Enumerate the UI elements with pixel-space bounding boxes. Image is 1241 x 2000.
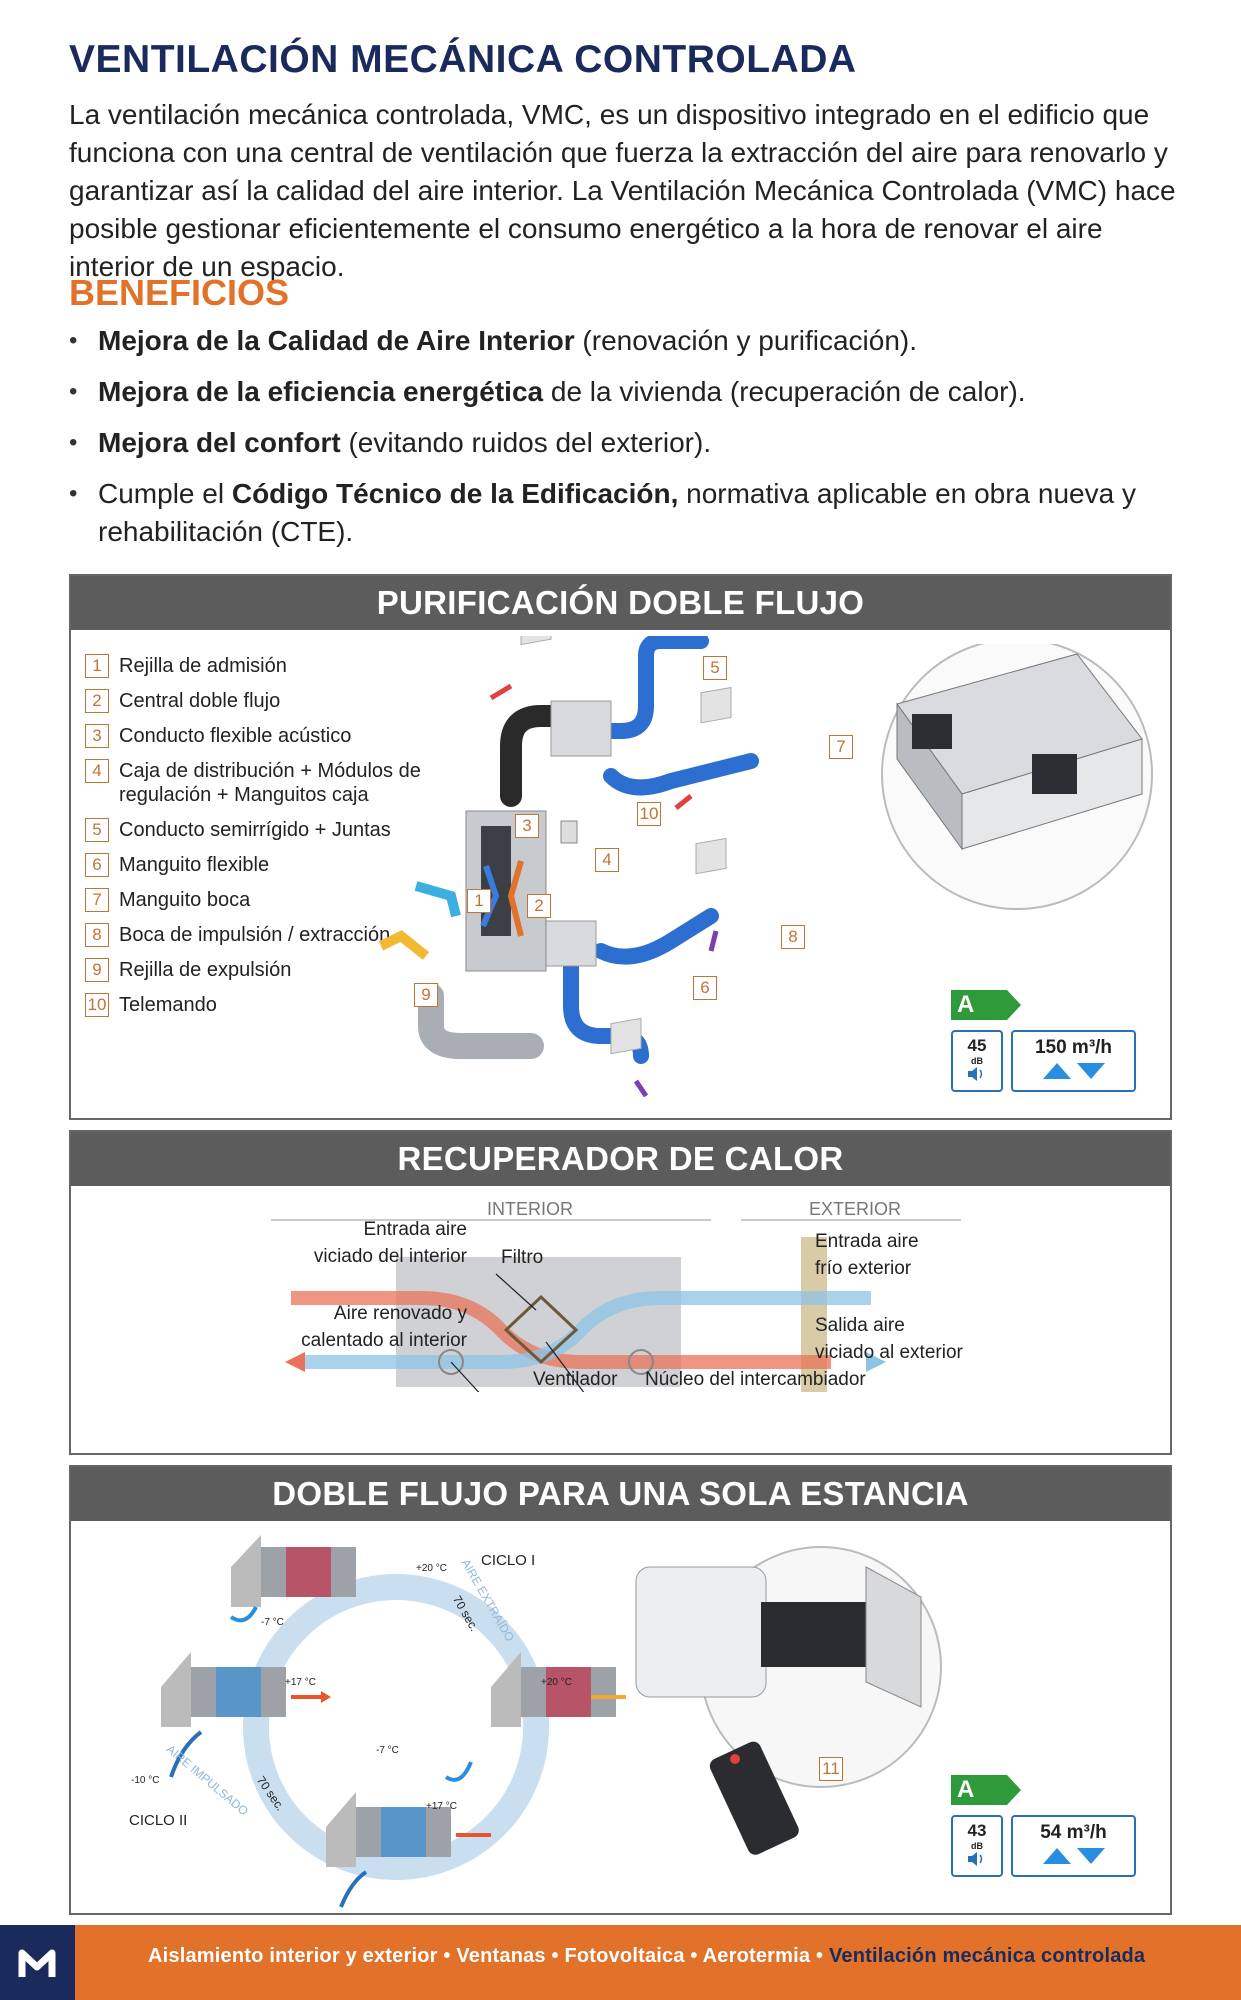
ventilation-unit-photo: [881, 644, 1153, 910]
unit-left: [161, 1652, 286, 1727]
benefit-item: Mejora de la Calidad de Aire Interior (r…: [69, 322, 1179, 360]
panel-title: RECUPERADOR DE CALOR: [71, 1132, 1170, 1186]
benefits-list: Mejora de la Calidad de Aire Interior (r…: [69, 322, 1179, 564]
brand-logo: [0, 1925, 75, 2000]
interior-label: INTERIOR: [487, 1199, 574, 1219]
ventilador-label: Ventilador: [533, 1369, 618, 1390]
temp-label: -7 °C: [376, 1745, 399, 1756]
panel-sola-estancia: DOBLE FLUJO PARA UNA SOLA ESTANCIA: [69, 1465, 1172, 1915]
energy-label: A 43 dB 54 m³/h: [951, 1775, 1141, 1879]
unit-bottom: [326, 1792, 451, 1867]
benefit-item: Cumple el Código Técnico de la Edificaci…: [69, 475, 1179, 551]
entrada-aire-frio-label: Entrada aire frío exterior: [815, 1231, 919, 1279]
benefits-title: BENEFICIOS: [69, 272, 290, 313]
noise-level-box: 43 dB: [951, 1815, 1003, 1877]
exterior-label: EXTERIOR: [809, 1199, 902, 1219]
callout-2: 2: [527, 894, 551, 918]
airflow-box: 54 m³/h: [1011, 1815, 1136, 1877]
ciclo-1-label: CICLO I: [481, 1552, 536, 1569]
footer-bar: Aislamiento interior y exterior • Ventan…: [0, 1925, 1241, 2000]
panel-recuperador: RECUPERADOR DE CALOR INTERIOR EXTERIOR E…: [69, 1130, 1172, 1455]
callout-6: 6: [693, 976, 717, 1000]
entrada-aire-viciado-label: Entrada aire viciado del interior: [313, 1219, 467, 1267]
energy-class-badge: A: [951, 990, 1021, 1020]
speaker-icon: [968, 1067, 983, 1081]
callout-8: 8: [781, 925, 805, 949]
airflow-box: 150 m³/h: [1011, 1030, 1136, 1092]
salida-aire-viciado-label: Salida aire viciado al exterior: [815, 1315, 963, 1363]
temp-label: +20 °C: [541, 1677, 572, 1688]
footer-current-section: Ventilación mecánica controlada: [828, 1945, 1146, 1967]
unit-right: [491, 1652, 616, 1727]
intro-paragraph: La ventilación mecánica controlada, VMC,…: [69, 99, 1176, 282]
up-down-arrows-icon: [1042, 1848, 1105, 1864]
single-room-unit-photo: [635, 1546, 942, 1855]
callout-11: 11: [819, 1757, 843, 1781]
m-logo-icon: [18, 1949, 56, 1977]
ciclo-2-label: CICLO II: [129, 1812, 188, 1829]
footer-nav: Aislamiento interior y exterior • Ventan…: [148, 1945, 1146, 1967]
unit-top: [231, 1535, 356, 1607]
heat-exchanger-diagram: [271, 1219, 961, 1392]
temp-label: +20 °C: [416, 1563, 447, 1574]
speaker-icon: [968, 1852, 983, 1866]
temp-label: +17 °C: [285, 1677, 316, 1688]
temp-label: -7 °C: [261, 1617, 284, 1628]
panel-title: DOBLE FLUJO PARA UNA SOLA ESTANCIA: [71, 1467, 1170, 1521]
up-down-arrows-icon: [1042, 1063, 1105, 1079]
energy-label: A 45 dB 150 m³/h: [951, 990, 1141, 1094]
callout-4: 4: [595, 848, 619, 872]
benefit-item: Mejora de la eficiencia energética de la…: [69, 373, 1179, 411]
installation-illustration: [378, 636, 759, 1098]
panel-title: PURIFICACIÓN DOBLE FLUJO: [71, 576, 1170, 630]
cycle-diagram: [161, 1535, 626, 1908]
noise-level-box: 45 dB: [951, 1030, 1003, 1092]
filtro-label: Filtro: [501, 1247, 544, 1268]
callout-1: 1: [467, 889, 491, 913]
callout-9: 9: [414, 983, 438, 1007]
energy-class-badge: A: [951, 1775, 1021, 1805]
temp-label: -10 °C: [131, 1775, 160, 1786]
aire-renovado-label: Aire renovado y calentado al interior: [301, 1303, 467, 1351]
benefit-item: Mejora del confort (evitando ruidos del …: [69, 424, 1179, 462]
callout-10: 10: [637, 802, 661, 826]
callout-7: 7: [829, 735, 853, 759]
temp-label: +17 °C: [426, 1801, 457, 1812]
callout-3: 3: [515, 814, 539, 838]
callout-5: 5: [703, 656, 727, 680]
page-title: VENTILACIÓN MECÁNICA CONTROLADA: [69, 38, 857, 81]
nucleo-intercambiador-label: Núcleo del intercambiador: [645, 1369, 866, 1390]
